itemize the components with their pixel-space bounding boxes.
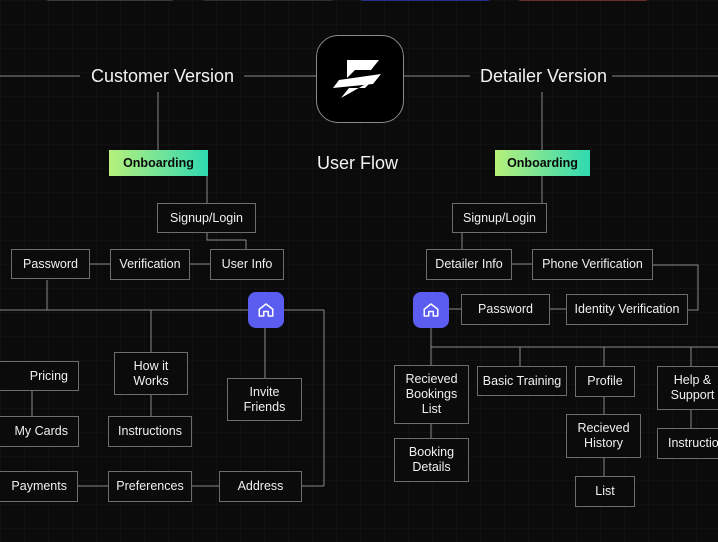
- customer-preferences-node[interactable]: Preferences: [108, 471, 192, 502]
- detailer-phone-verification-node[interactable]: Phone Verification: [532, 249, 653, 280]
- detailer-list-node[interactable]: List: [575, 476, 635, 507]
- home-icon: [423, 303, 439, 317]
- detailer-help-support-node[interactable]: Help & Support: [657, 366, 718, 410]
- detailer-signup-login-node[interactable]: Signup/Login: [452, 203, 547, 233]
- customer-address-node[interactable]: Address: [219, 471, 302, 502]
- top-bar-decor: [46, 0, 174, 1]
- top-bar-decor: [360, 0, 490, 1]
- customer-password-node[interactable]: Password: [11, 249, 90, 279]
- top-bar-decor: [202, 0, 334, 1]
- customer-version-header: Customer Version: [91, 66, 235, 86]
- detailer-received-history-node[interactable]: Recieved History: [566, 414, 641, 458]
- customer-how-it-works-node[interactable]: How it Works: [114, 352, 188, 395]
- detailer-instructions-node[interactable]: Instructions: [657, 428, 718, 459]
- detailer-basic-training-node[interactable]: Basic Training: [477, 366, 567, 396]
- detailer-info-node[interactable]: Detailer Info: [426, 249, 512, 280]
- home-icon: [258, 303, 274, 317]
- customer-payments-node[interactable]: Payments: [0, 471, 78, 502]
- customer-instructions-node[interactable]: Instructions: [108, 416, 192, 447]
- brand-logo-icon: [316, 35, 404, 123]
- user-flow-title: User Flow: [317, 153, 399, 173]
- detailer-profile-node[interactable]: Profile: [575, 366, 635, 397]
- customer-my-cards-node[interactable]: My Cards: [0, 416, 79, 447]
- detailer-home-button[interactable]: [413, 292, 449, 328]
- top-bar-decor: [518, 0, 648, 1]
- customer-onboarding-label: Onboarding: [109, 150, 208, 176]
- detailer-onboarding-label: Onboarding: [495, 150, 590, 176]
- customer-signup-login-node[interactable]: Signup/Login: [157, 203, 256, 233]
- customer-pricing-node[interactable]: Pricing: [0, 361, 79, 391]
- customer-user-info-node[interactable]: User Info: [210, 249, 284, 280]
- detailer-received-bookings-list-node[interactable]: Recieved Bookings List: [394, 365, 469, 424]
- detailer-password-node[interactable]: Password: [461, 294, 550, 325]
- customer-home-button[interactable]: [248, 292, 284, 328]
- detailer-identity-verification-node[interactable]: Identity Verification: [566, 294, 688, 325]
- detailer-version-header: Detailer Version: [480, 66, 608, 86]
- customer-invite-friends-node[interactable]: Invite Friends: [227, 378, 302, 421]
- detailer-booking-details-node[interactable]: Booking Details: [394, 438, 469, 482]
- customer-verification-node[interactable]: Verification: [110, 249, 190, 280]
